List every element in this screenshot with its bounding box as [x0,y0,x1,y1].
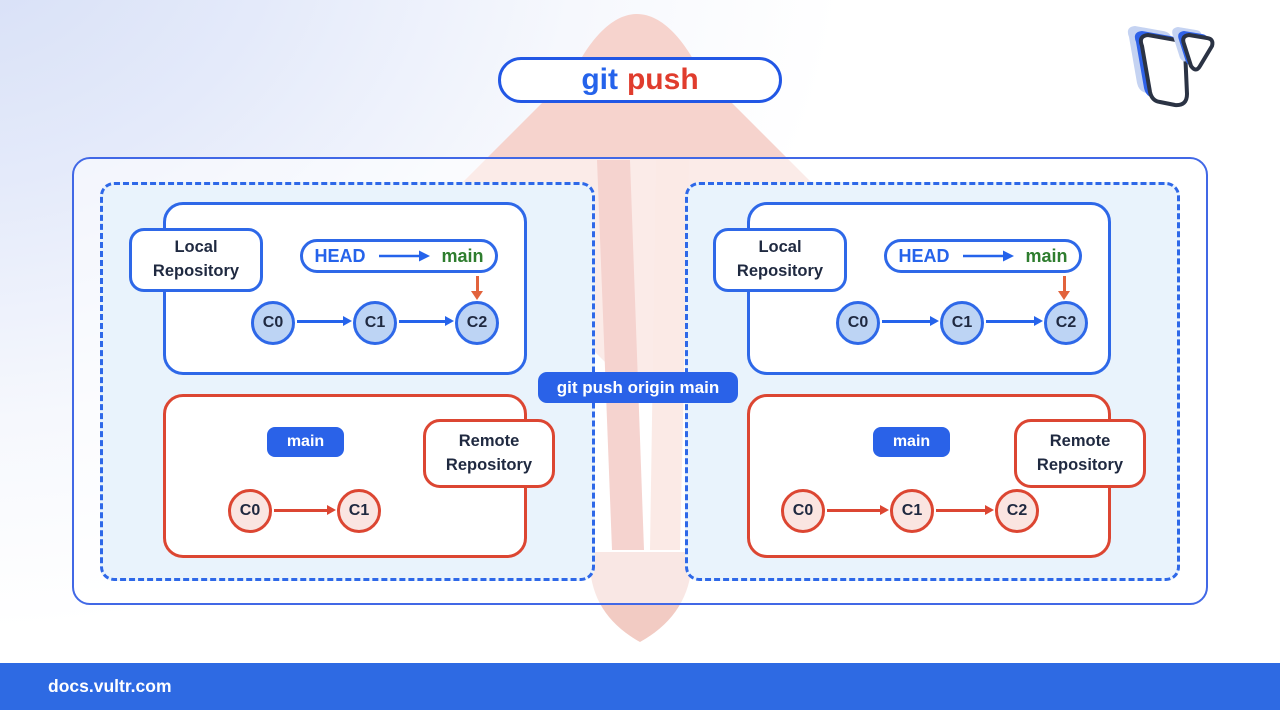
title-word-git: git [581,63,618,96]
commit-node: C2 [455,301,499,345]
commit-edge-arrow [882,320,931,323]
small-fin [1172,27,1215,72]
commit-node: C1 [353,301,397,345]
label-line: Remote [1049,431,1111,450]
label-line: Local [174,238,218,257]
local-repository-label-after: Local Repository [713,228,847,292]
head-arrow-icon [962,250,1014,262]
head-points-to-commit-arrow [1062,276,1066,292]
commit-node: C0 [251,301,295,345]
commit-edge-arrow [986,320,1035,323]
head-label: HEAD [898,245,950,266]
label-line: Repository [736,262,824,280]
commit-edge-arrow [297,320,344,323]
commit-edge-arrow [274,509,328,512]
commit-node: C0 [781,489,825,533]
commit-node: C2 [1044,301,1088,345]
main-branch-label: main [1025,245,1068,266]
commit-edge-arrow [827,509,881,512]
title-box: git push [498,57,782,103]
local-repository-label-before: Local Repository [129,228,263,292]
footer-url: docs.vultr.com [48,676,172,696]
commit-node: C1 [337,489,381,533]
footer-bar: docs.vultr.com [0,663,1280,710]
label-line: Repository [445,455,533,474]
head-badge-before: HEAD main [300,239,498,273]
commit-node: C1 [890,489,934,533]
vultr-logo-icon [1127,26,1215,108]
big-fin [1127,26,1189,108]
main-branch-label: main [441,245,484,266]
label-line: Repository [1036,455,1124,474]
commit-edge-arrow [399,320,446,323]
head-label: HEAD [314,245,366,266]
label-line: Local [758,238,802,257]
title-word-push: push [626,63,699,96]
label-line: Repository [152,262,240,280]
remote-main-badge-before: main [267,427,344,457]
remote-repository-label-after: Remote Repository [1014,419,1146,488]
remote-repository-label-before: Remote Repository [423,419,555,488]
git-push-command-label: git push origin main [538,372,738,403]
commit-node: C1 [940,301,984,345]
remote-main-badge-after: main [873,427,950,457]
commit-node: C0 [228,489,272,533]
label-line: Remote [458,431,520,450]
head-arrow-icon [378,250,430,262]
commit-node: C0 [836,301,880,345]
commit-edge-arrow [936,509,986,512]
head-badge-after: HEAD main [884,239,1082,273]
head-points-to-commit-arrow [475,276,479,292]
commit-node: C2 [995,489,1039,533]
